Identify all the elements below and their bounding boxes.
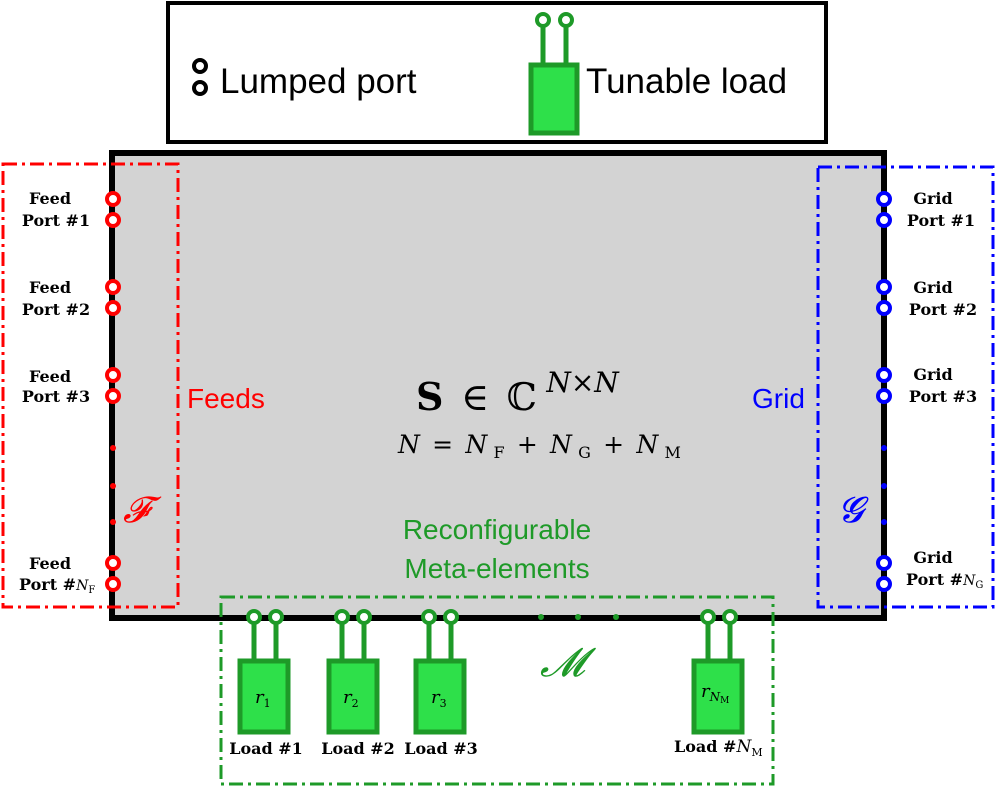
load-body <box>691 658 745 735</box>
grid-port-3: Grid Port #3 <box>876 365 977 406</box>
feed-port-n: Feed Port #NF <box>19 554 121 596</box>
grid-port-label-line2: Port #1 <box>907 211 975 230</box>
feeds-boundary <box>1 162 180 609</box>
grid-port-label-line1: Grid <box>913 189 952 208</box>
svg-text:r1: r1 <box>255 687 271 710</box>
n-symbol: N <box>735 737 752 757</box>
grid-label: Grid <box>752 383 805 414</box>
n-meta: N <box>635 430 659 459</box>
feeds-subscript: F <box>88 585 95 596</box>
n-total: N <box>397 430 421 459</box>
grid-boundary <box>816 165 995 609</box>
n-feeds-subscript: F <box>493 443 504 462</box>
meta-ellipsis <box>538 614 619 620</box>
matrix-dimension: N×N <box>545 366 620 399</box>
svg-text:Port #NF: Port #NF <box>19 575 95 596</box>
load-index-subscript: M <box>720 696 729 706</box>
feeds-region: Feeds 𝓕 Feed Port #1 Feed Port #2 Feed P… <box>1 162 265 609</box>
grid-port-2: Grid Port #2 <box>876 278 977 319</box>
load-index: 3 <box>440 697 447 710</box>
grid-port-label-line2: Port #3 <box>909 387 977 406</box>
grid-region: Grid 𝓖 Grid Port #1 Grid Port #2 Grid Po… <box>752 165 995 609</box>
plus-sign: + <box>517 430 538 459</box>
svg-text:N = N F: N = N F + N G + N M <box>397 430 681 464</box>
feed-port-2: Feed Port #2 <box>22 278 121 319</box>
load-body <box>326 658 380 735</box>
load-label: Load #3 <box>404 739 478 758</box>
n-symbol: N <box>75 578 89 594</box>
grid-port-label-line1: Grid <box>913 278 952 297</box>
meta-subscript: M <box>751 746 762 759</box>
feed-port-1: Feed Port #1 <box>22 189 121 230</box>
load-body <box>413 658 467 735</box>
grid-port-label-line2: Port # <box>906 570 963 589</box>
feed-port-label-line2: Port #3 <box>22 387 90 406</box>
load-reflection-symbol: r <box>343 687 353 708</box>
tunable-load-3: r3 Load #3 <box>404 609 478 758</box>
tunable-load-n: rNM Load #NM <box>674 609 763 759</box>
feed-port-label-line1: Feed <box>29 367 71 386</box>
svg-text:Load #NM: Load #NM <box>674 737 763 759</box>
matrix-symbol: S <box>416 374 443 419</box>
svg-text:r3: r3 <box>431 687 447 710</box>
grid-ports: Grid Port #1 Grid Port #2 Grid Port #3 <box>876 189 983 592</box>
feed-port-label-line2: Port #2 <box>22 300 90 319</box>
load-index: 1 <box>264 697 271 710</box>
tunable-load-2: r2 Load #2 <box>321 609 395 758</box>
feed-port-3: Feed Port #3 <box>22 367 121 406</box>
legend-tunable-load-label: Tunable load <box>586 62 787 101</box>
svg-text:S ∈ ℂ N×N: S ∈ ℂ N×N <box>416 366 620 419</box>
load-reflection-symbol: r <box>701 681 711 702</box>
grid-port-label-line2: Port #2 <box>909 300 977 319</box>
feed-port-ellipsis <box>110 445 116 525</box>
meta-set-symbol: 𝓜 <box>540 640 597 686</box>
svg-text:r2: r2 <box>343 687 359 710</box>
n-feeds: N <box>464 430 488 459</box>
load-body <box>237 658 291 735</box>
meta-label-line2: Meta-elements <box>404 553 589 584</box>
grid-port-1: Grid Port #1 <box>876 189 975 230</box>
legend-lumped-port-label: Lumped port <box>220 62 417 101</box>
wave-network-box <box>109 150 887 621</box>
load-index: 2 <box>352 697 359 710</box>
n-meta-subscript: M <box>665 443 681 462</box>
plus-sign: + <box>603 430 624 459</box>
feed-port-label-line2: Port #1 <box>22 211 90 230</box>
load-reflection-symbol: r <box>431 687 441 708</box>
feeds-label: Feeds <box>187 383 265 414</box>
equals-sign: = <box>432 430 453 459</box>
tunable-load-1: r1 Load #1 <box>229 609 303 758</box>
load-label: Load #2 <box>321 739 395 758</box>
lumped-port-icon <box>192 58 208 96</box>
feed-port-label-line1: Feed <box>29 554 71 573</box>
feed-port-label-line2: Port # <box>19 575 76 594</box>
grid-port-n: Grid Port #NG <box>876 548 983 592</box>
svg-text:Port #NG: Port #NG <box>906 570 983 591</box>
complex-field-symbol: ℂ <box>507 375 537 419</box>
load-reflection-symbol: r <box>255 687 265 708</box>
grid-subscript: G <box>975 580 983 591</box>
feed-port-label-line1: Feed <box>29 278 71 297</box>
tunable-load-icon <box>528 12 580 136</box>
feed-port-label-line1: Feed <box>29 189 71 208</box>
meta-elements-boundary <box>219 595 775 786</box>
feed-ports: Feed Port #1 Feed Port #2 Feed Port #3 <box>19 189 121 596</box>
element-of-symbol: ∈ <box>461 375 489 419</box>
load-index: N <box>709 690 721 704</box>
scattering-matrix-equation: S ∈ ℂ N×N N = N F + N G + N M <box>397 366 681 464</box>
n-symbol: N <box>962 573 976 589</box>
n-grid-subscript: G <box>578 443 591 462</box>
load-label: Load #1 <box>229 739 303 758</box>
load-label: Load # <box>674 737 736 756</box>
legend-box <box>166 1 828 144</box>
legend: Lumped port Tunable load <box>166 1 828 144</box>
svg-text:rNM: rNM <box>701 681 729 706</box>
grid-port-ellipsis <box>881 445 887 525</box>
grid-port-label-line1: Grid <box>913 548 952 567</box>
n-grid: N <box>549 430 573 459</box>
grid-port-label-line1: Grid <box>913 365 952 384</box>
meta-label-line1: Reconfigurable <box>403 514 591 545</box>
